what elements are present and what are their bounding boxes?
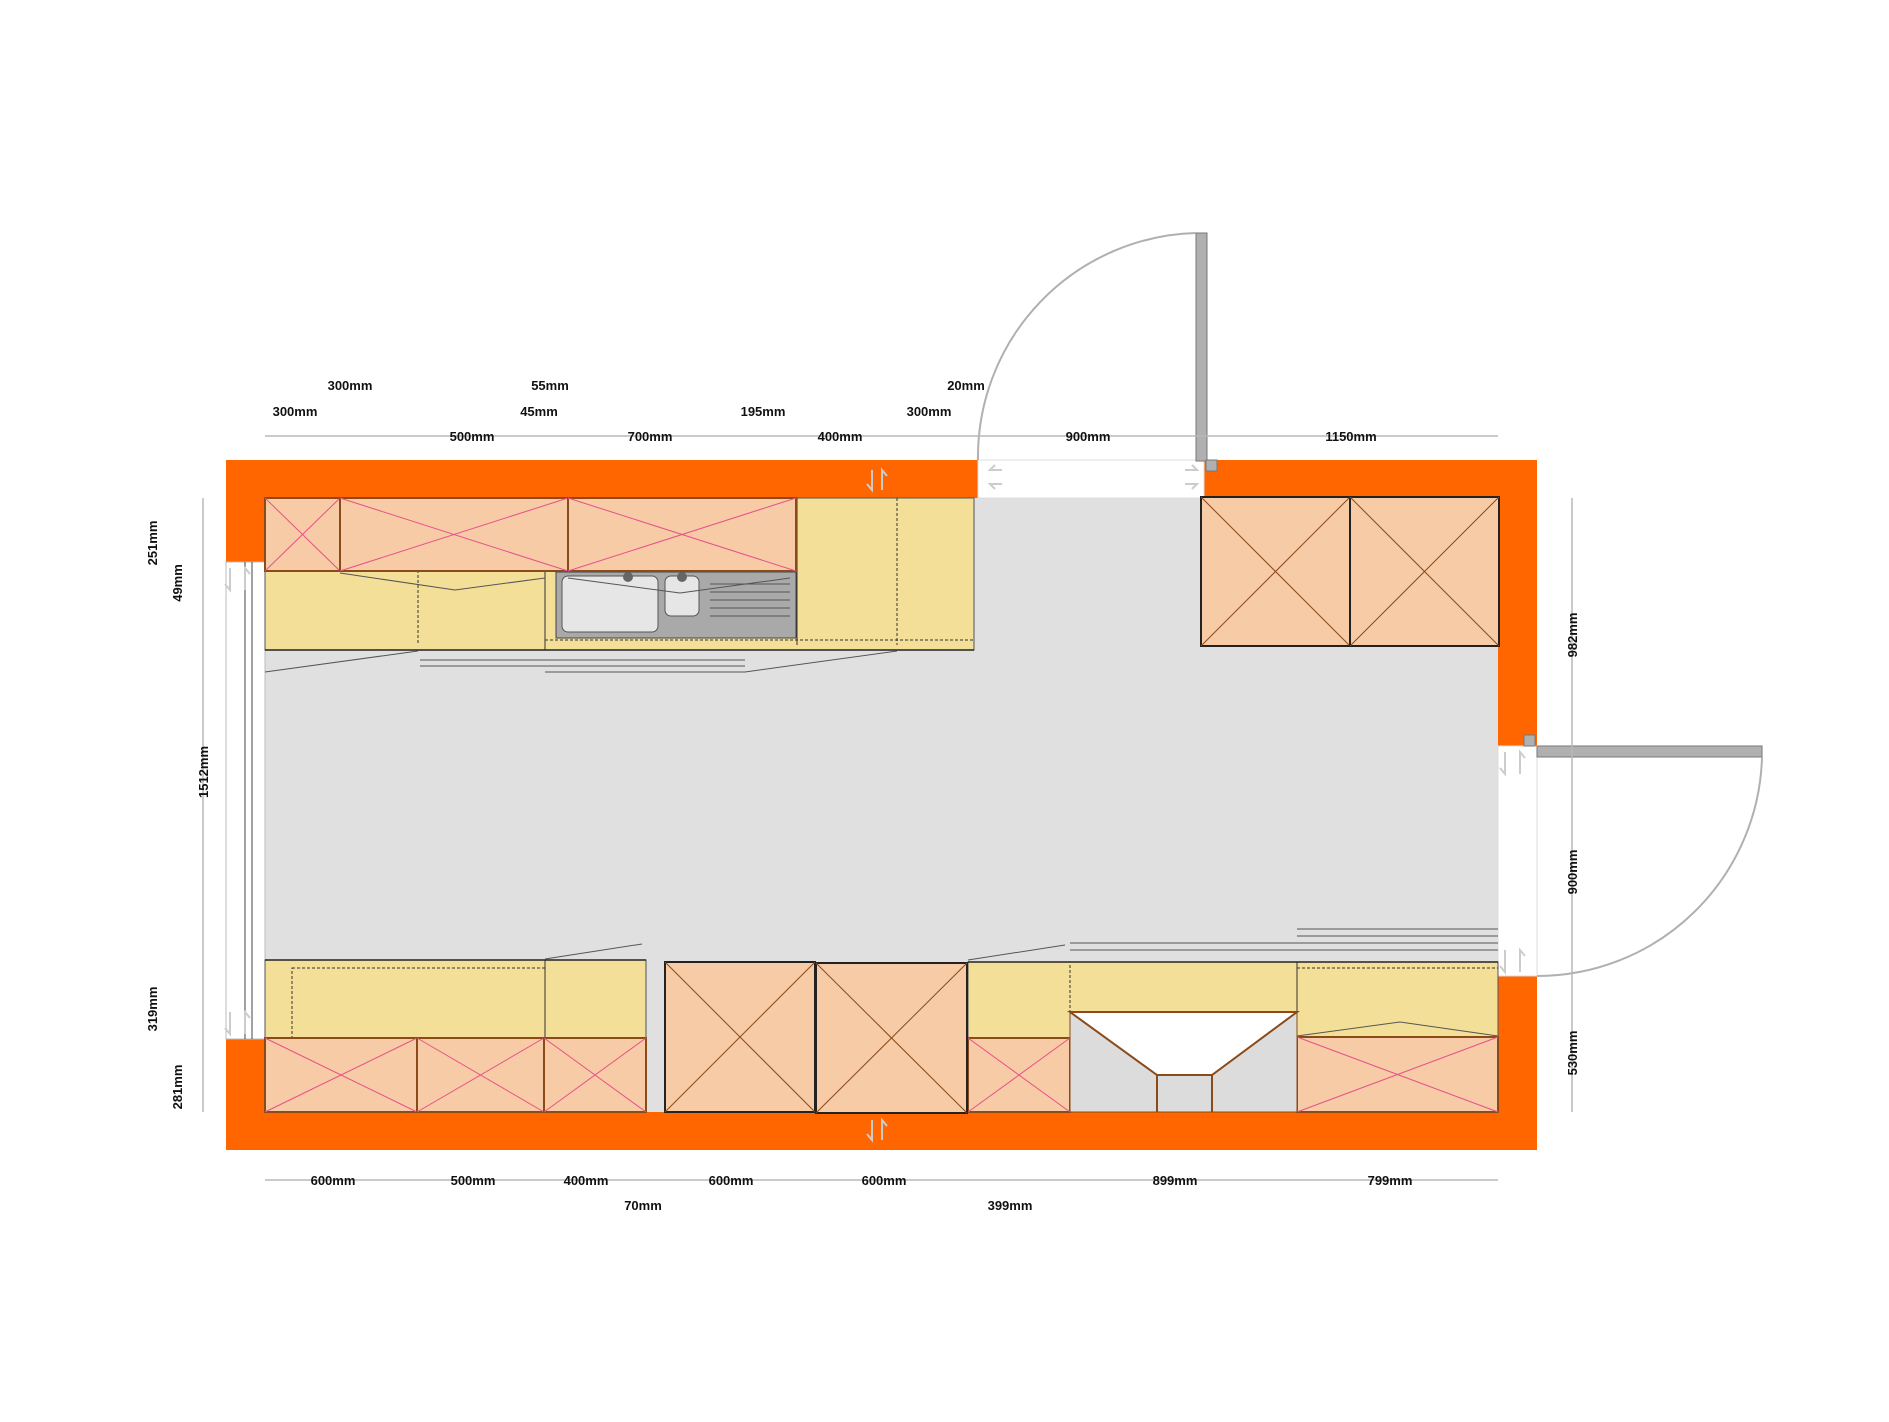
dim-label: 45mm: [520, 404, 558, 419]
right-dimension-labels: 982mm 900mm 530mm: [1565, 613, 1580, 1076]
dim-label: 1150mm: [1325, 429, 1376, 444]
top-swing-lines: [264, 572, 898, 673]
dim-label: 251mm: [145, 521, 160, 566]
right-door-opening: [1497, 745, 1538, 977]
dim-label: 300mm: [907, 404, 952, 419]
corner-unit: [1066, 1011, 1301, 1113]
dim-label: 799mm: [1368, 1173, 1413, 1188]
bottom-upper-cabinets: [264, 1036, 1499, 1113]
dim-label: 600mm: [311, 1173, 356, 1188]
dimension-lines: [202, 435, 1573, 1181]
dim-label: 400mm: [564, 1173, 609, 1188]
top-door: [976, 232, 1218, 472]
arrow-icon: [224, 464, 1526, 1143]
dim-label: 500mm: [451, 1173, 496, 1188]
dim-label: 700mm: [628, 429, 673, 444]
dim-label: 530mm: [1565, 1031, 1580, 1076]
bottom-tall-units: [664, 961, 968, 1114]
dim-label: 55mm: [531, 378, 569, 393]
dim-label: 70mm: [624, 1198, 662, 1213]
dim-label: 900mm: [1066, 429, 1111, 444]
dim-label: 281mm: [170, 1065, 185, 1110]
dim-label: 399mm: [988, 1198, 1033, 1213]
top-upper-cabinets: [264, 497, 797, 572]
top-door-opening: [977, 459, 1205, 499]
dim-label: 319mm: [145, 987, 160, 1032]
dim-label: 500mm: [450, 429, 495, 444]
tall-units-top-right: [1200, 496, 1500, 647]
dim-label: 300mm: [328, 378, 373, 393]
dim-label: 20mm: [947, 378, 985, 393]
dim-label: 195mm: [741, 404, 786, 419]
dim-label: 899mm: [1153, 1173, 1198, 1188]
dim-label: 982mm: [1565, 613, 1580, 658]
dim-label: 600mm: [709, 1173, 754, 1188]
dim-label: 1512mm: [196, 746, 211, 798]
dim-label: 300mm: [273, 404, 318, 419]
dim-label: 49mm: [170, 564, 185, 602]
left-dimension-labels: 251mm 49mm 1512mm 319mm 281mm: [145, 521, 211, 1110]
bottom-swing-lines: [544, 928, 1499, 1037]
dim-label: 400mm: [818, 429, 863, 444]
sink: [555, 571, 797, 639]
right-door: [1523, 734, 1763, 977]
dim-label: 900mm: [1565, 850, 1580, 895]
top-dimension-labels: 300mm 55mm 20mm 300mm 45mm 195mm 300mm 5…: [273, 378, 1377, 444]
dim-label: 600mm: [862, 1173, 907, 1188]
bottom-dimension-labels: 600mm 500mm 400mm 600mm 600mm 899mm 799m…: [311, 1173, 1413, 1213]
